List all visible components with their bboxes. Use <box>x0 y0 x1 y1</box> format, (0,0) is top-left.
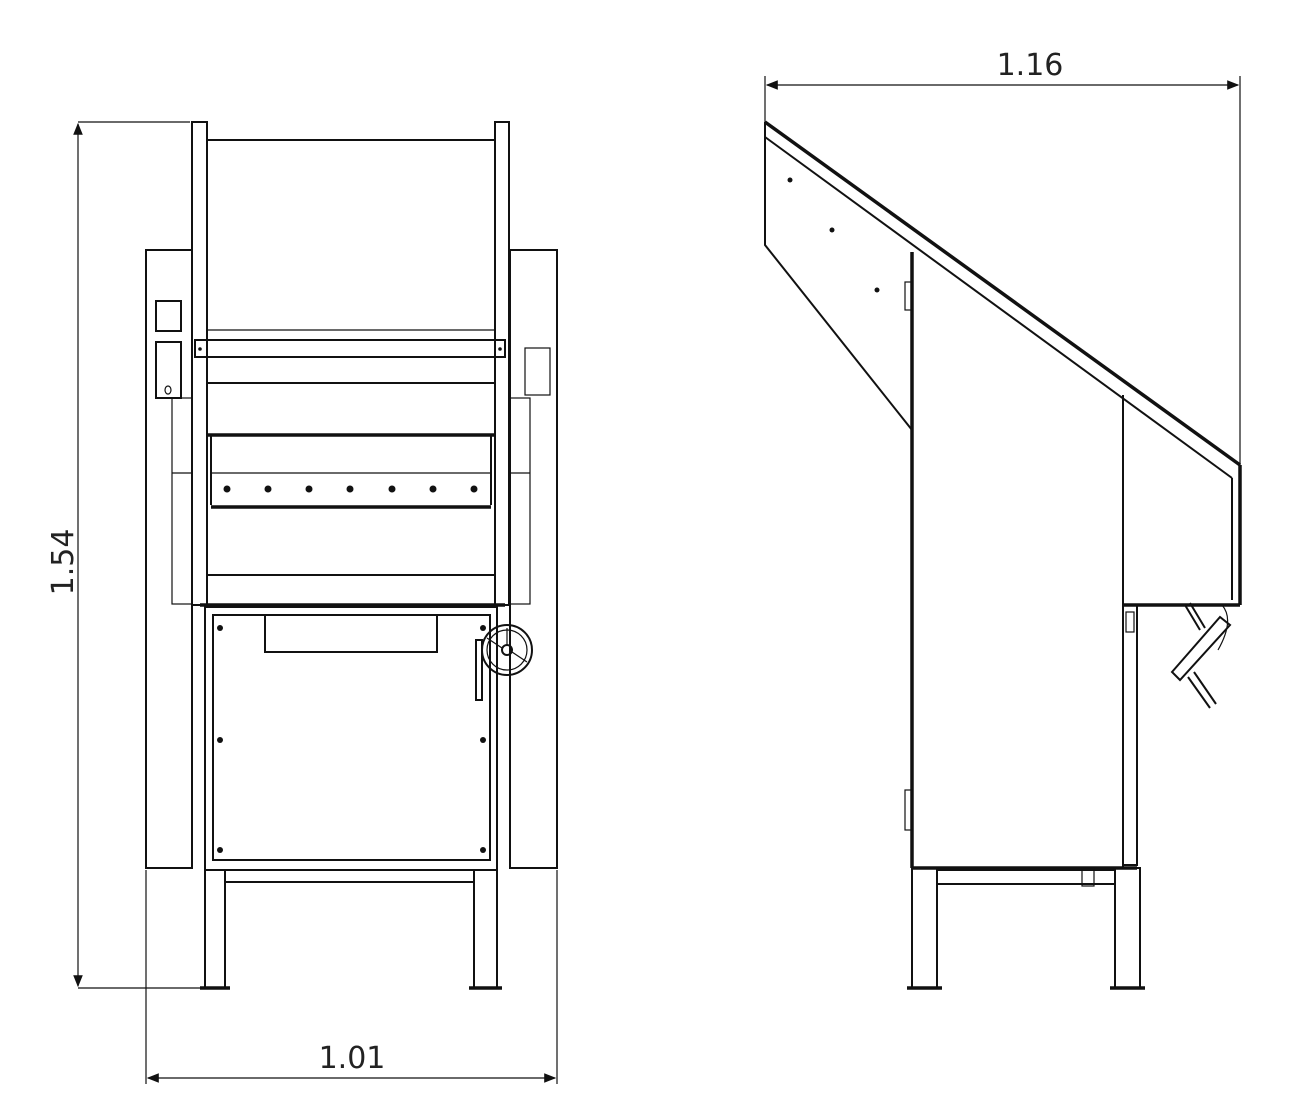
control-box-lower <box>155 341 182 399</box>
blade-bolts <box>223 485 478 493</box>
side-view: 1.16 <box>763 48 1242 990</box>
right-control-box <box>524 347 551 396</box>
paper-tray <box>264 615 438 653</box>
side-plate <box>764 122 913 431</box>
height-dimension: 1.54 <box>46 121 205 989</box>
handwheel-side-icon <box>1170 602 1232 709</box>
handwheel-icon <box>475 624 533 701</box>
right-housing <box>509 249 558 869</box>
width-dimension: 1.01 <box>145 870 558 1084</box>
lower-cabinet <box>204 606 498 871</box>
crossbar <box>194 339 506 358</box>
left-post <box>191 121 208 606</box>
front-view: 1.54 1.01 <box>46 121 558 1084</box>
control-box-upper <box>155 300 182 332</box>
cabinet-door <box>212 614 491 861</box>
height-dimension-label: 1.54 <box>46 529 81 596</box>
depth-dimension: 1.16 <box>764 48 1241 468</box>
front-left-leg <box>204 869 226 989</box>
rear-strip <box>1122 604 1138 866</box>
sloped-cover <box>763 120 1242 467</box>
width-dimension-label: 1.01 <box>319 1041 386 1076</box>
depth-dimension-label: 1.16 <box>997 48 1064 83</box>
right-post <box>494 121 510 606</box>
front-right-leg <box>473 869 498 989</box>
side-rear-leg <box>1114 867 1141 989</box>
side-front-leg <box>911 867 938 989</box>
